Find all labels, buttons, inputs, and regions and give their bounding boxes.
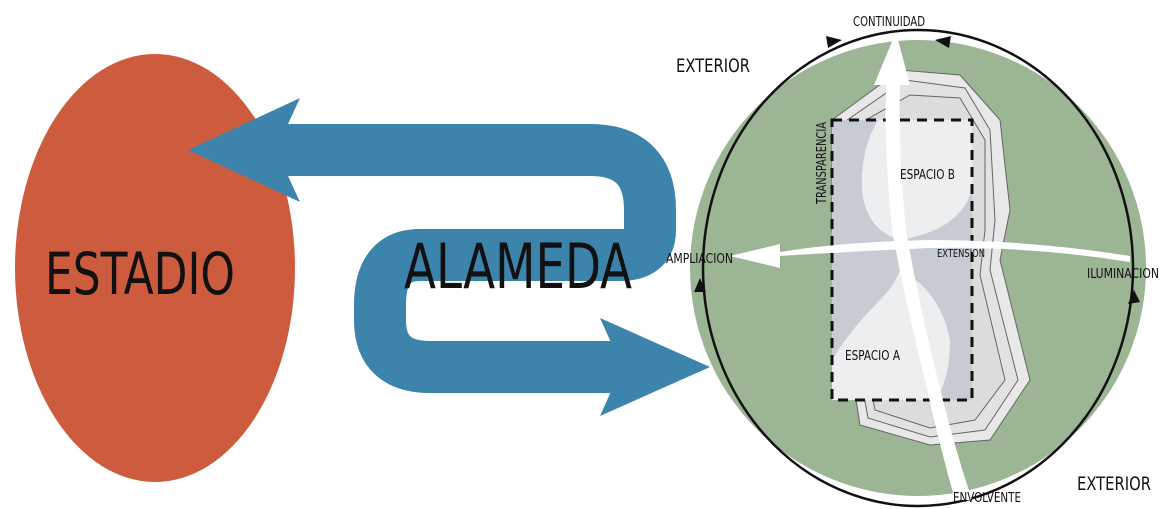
white-arrows	[730, 32, 1130, 500]
espacio-a-label: ESPACIO A	[845, 349, 900, 364]
circle-outline	[701, 28, 1135, 508]
alameda-arrow	[188, 98, 710, 416]
continuidad-label: CONTINUIDAD	[853, 15, 925, 30]
ampliacion-label: AMPLIACION	[666, 252, 733, 267]
circle-arrowheads	[694, 36, 1140, 304]
envolvente-label: ENVOLVENTE	[953, 491, 1021, 506]
extension-label: EXTENSION	[937, 247, 985, 260]
alameda-label: ALAMEDA	[404, 230, 632, 303]
transparencia-label: TRANSPARENCIA	[815, 122, 830, 205]
dashed-boundary	[830, 118, 974, 402]
exterior-bottom-label: EXTERIOR	[1077, 473, 1151, 495]
espacio-b-label: ESPACIO B	[900, 168, 955, 183]
exterior-top-label: EXTERIOR	[676, 55, 750, 77]
iluminacion-label: ILUMINACION	[1087, 267, 1159, 282]
estadio-label: ESTADIO	[45, 240, 235, 308]
